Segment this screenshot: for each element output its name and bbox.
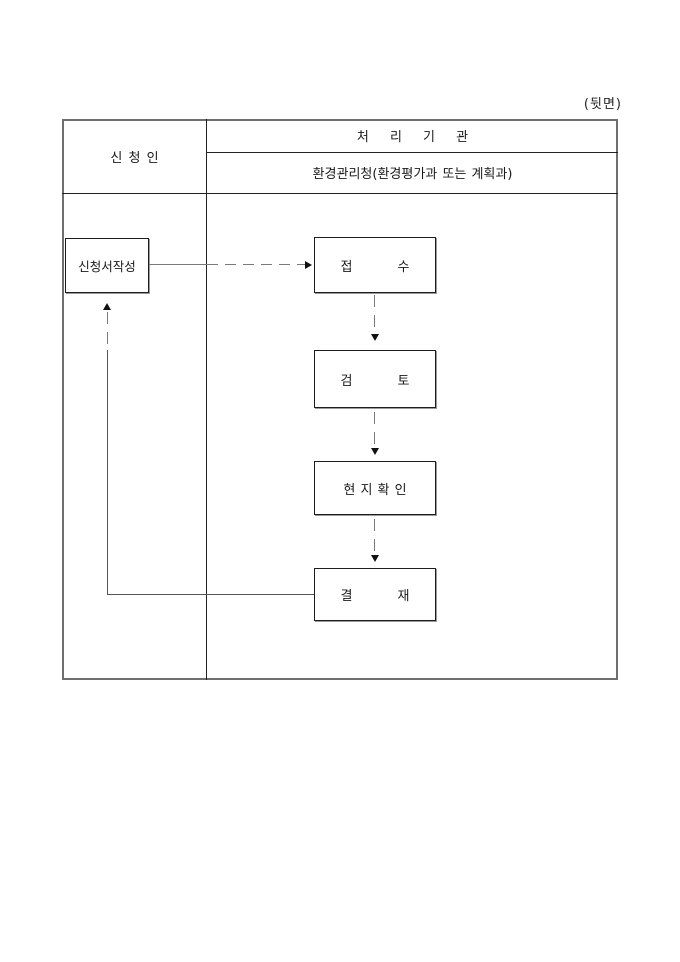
approval-return-line-dashed [107, 312, 108, 350]
flow-box-approval: 결 재 [314, 568, 436, 621]
agency-column-subheader: 환경관리청(환경평가과 또는 계획과) [312, 167, 513, 182]
apply-to-receipt-line-solid [149, 264, 207, 265]
agency-header-divider-line [207, 152, 618, 153]
review-to-site-check-arrowhead-icon [371, 448, 379, 455]
apply-to-receipt-arrowhead-icon [305, 261, 312, 269]
approval-return-arrowhead-icon [103, 303, 111, 310]
flow-box-site-check: 현 지 확 인 [314, 461, 436, 515]
process-table-frame [62, 119, 618, 680]
receipt-to-review-arrowhead-icon [371, 334, 379, 341]
apply-to-receipt-line-dashed [207, 264, 305, 265]
back-side-note: (뒷면) [583, 97, 622, 112]
flow-box-review: 검 토 [314, 350, 436, 408]
flow-box-receipt: 접 수 [314, 237, 436, 293]
agency-column-header: 처 리 기 관 [356, 130, 469, 145]
applicant-column-header: 신 청 인 [110, 150, 159, 166]
site-check-to-approval-line-dashed [374, 519, 375, 551]
receipt-to-review-line-dashed [374, 295, 375, 327]
column-divider-line [206, 119, 207, 680]
review-to-site-check-line-dashed [374, 412, 375, 444]
header-bottom-divider-line [62, 193, 618, 194]
approval-return-line-horizontal [107, 594, 314, 595]
approval-return-line-vertical [107, 350, 108, 595]
flow-box-application-writing: 신청서작성 [65, 238, 149, 293]
site-check-to-approval-arrowhead-icon [371, 555, 379, 562]
